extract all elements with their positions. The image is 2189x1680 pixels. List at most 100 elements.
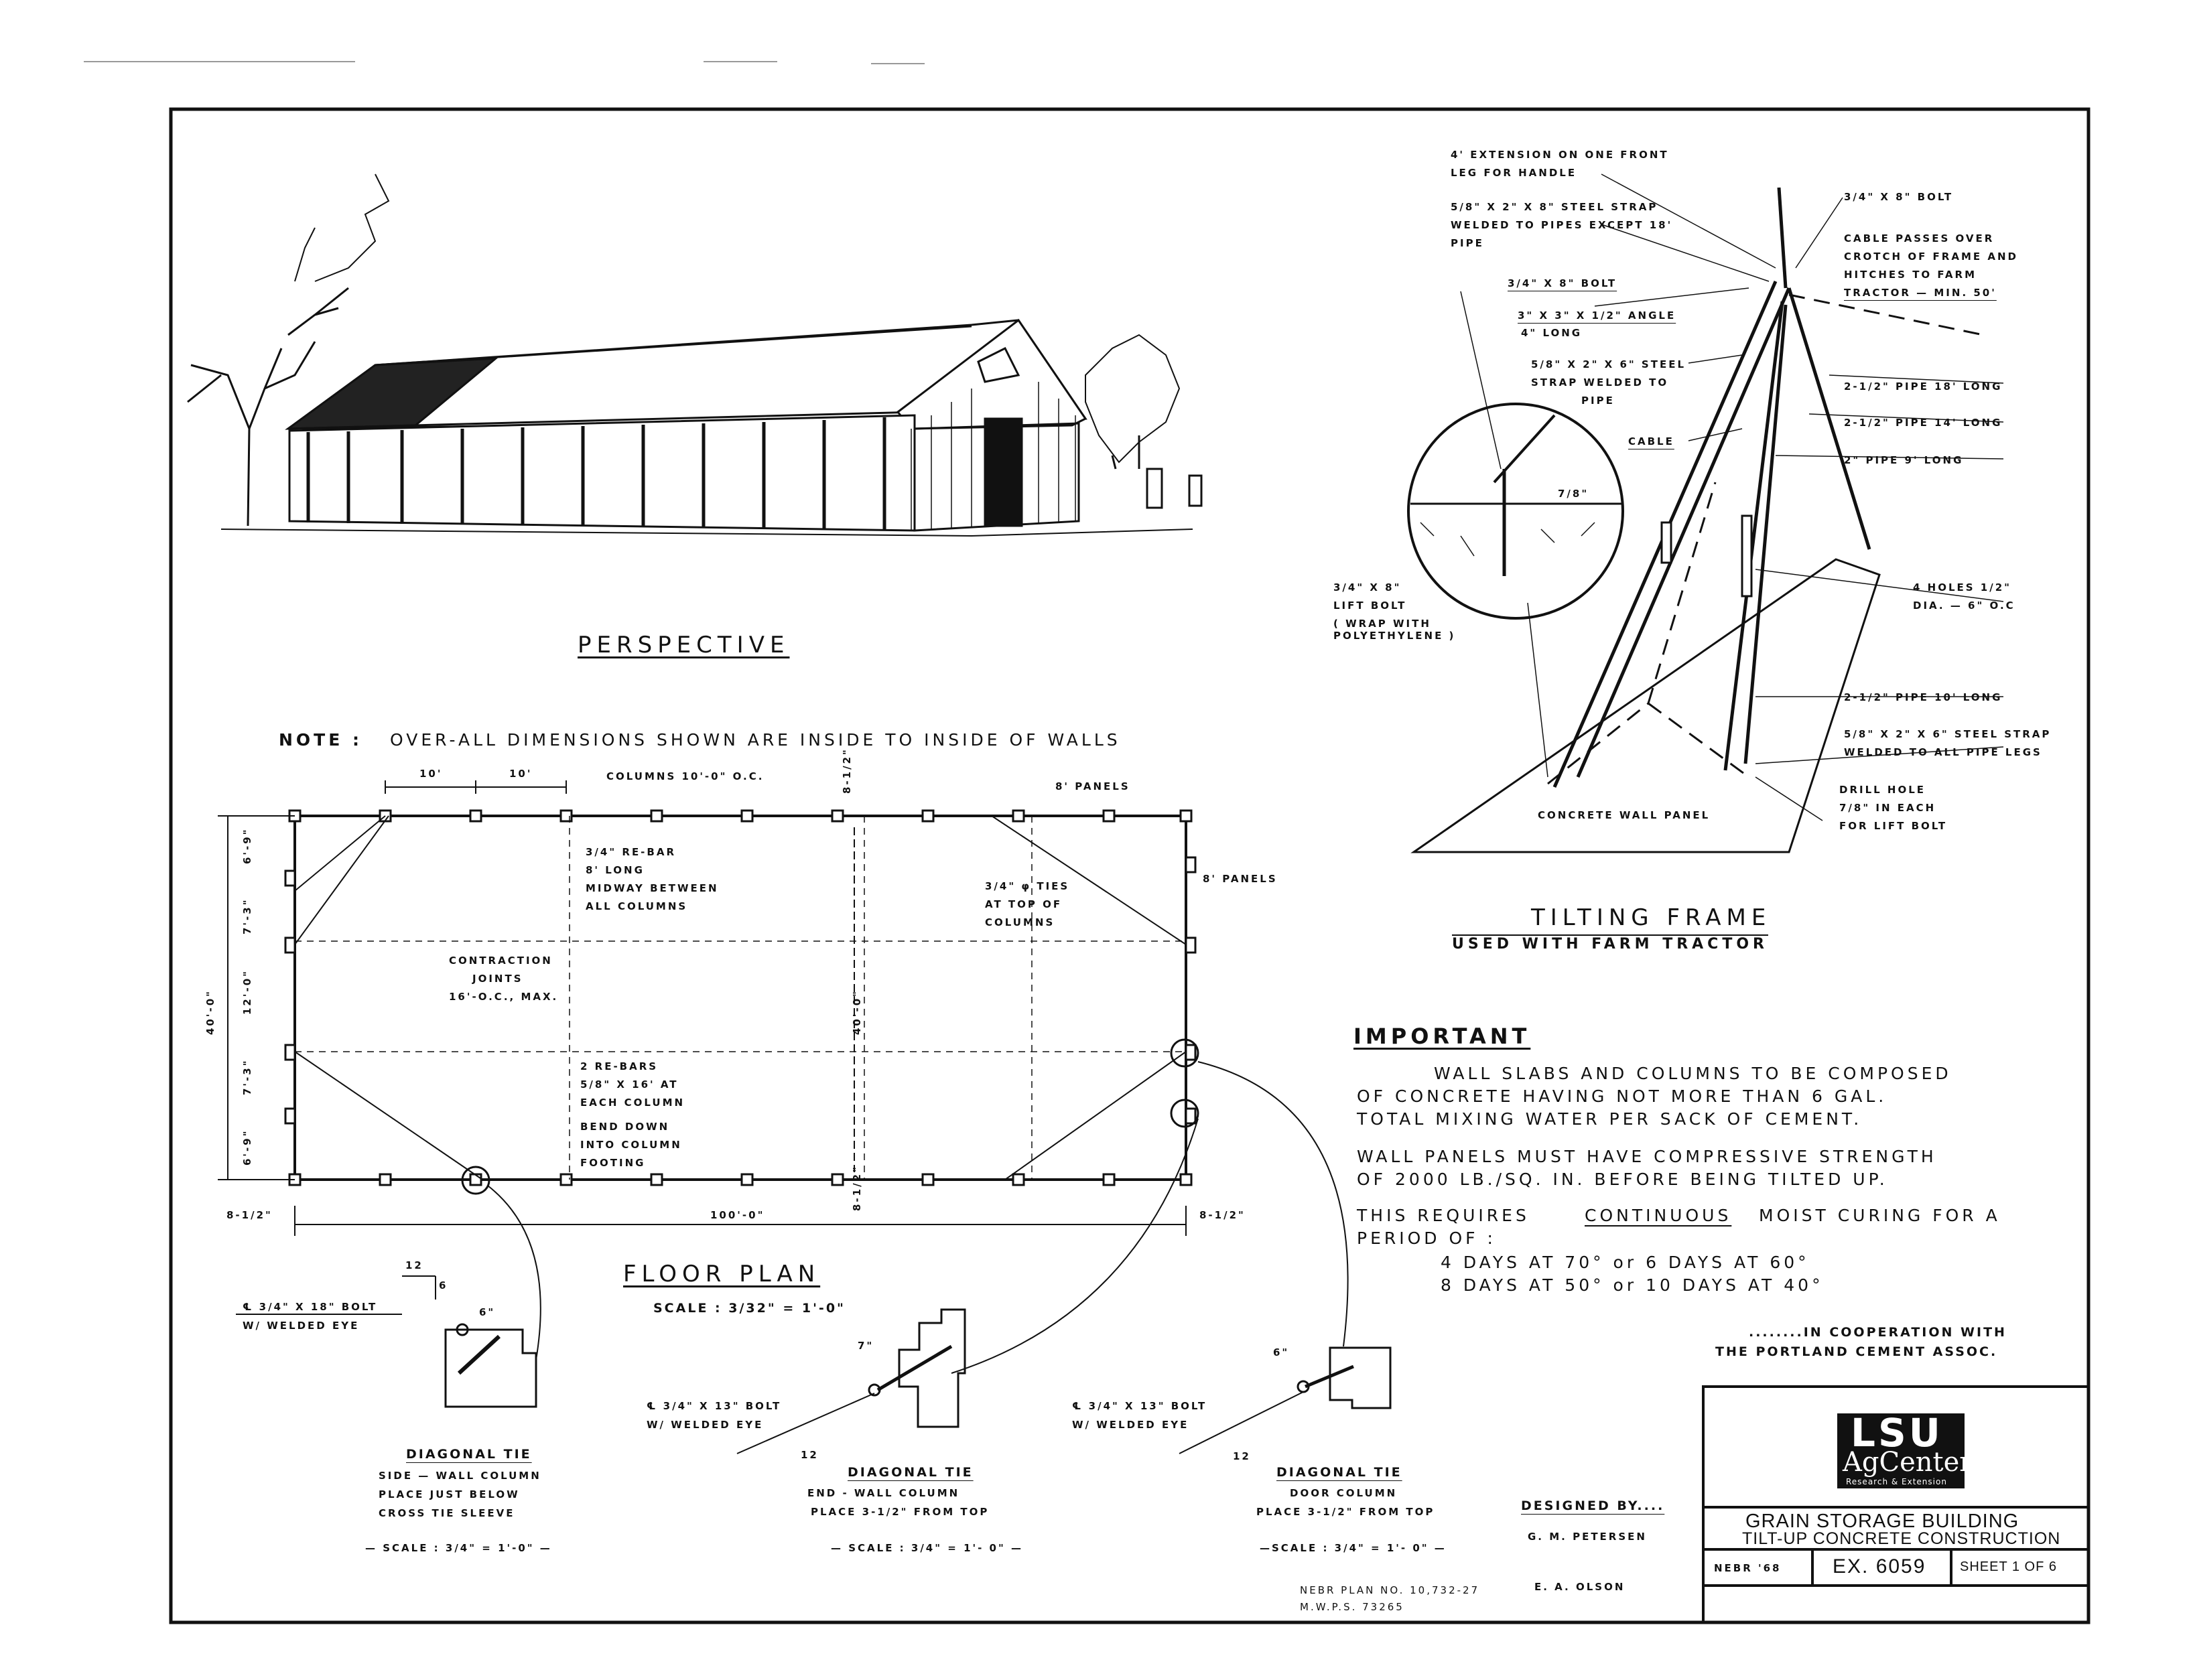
rebars2-note-3: EACH COLUMN <box>580 1097 685 1109</box>
title-main: GRAIN STORAGE BUILDING <box>1745 1511 2019 1532</box>
tf-strap1-1: 5/8" X 2" X 8" STEEL STRAP <box>1451 201 1658 213</box>
tf-cable-note-4: TRACTOR — MIN. 50' <box>1844 287 1997 299</box>
tf-bolt1: 3/4" X 8" BOLT <box>1508 277 1617 289</box>
side-dim-1: 6'-9" <box>241 827 253 864</box>
tf-strap2-2: STRAP WELDED TO <box>1531 376 1669 389</box>
important-line-3: TOTAL MIXING WATER PER SACK OF CEMENT. <box>1357 1109 1863 1129</box>
side-tie-dim-2: 6 <box>439 1279 448 1291</box>
door-tie-dim-2: 12 <box>1233 1450 1251 1462</box>
note-label: NOTE : <box>279 730 363 750</box>
tf-pipe9: 2" PIPE 9' LONG <box>1844 454 1964 466</box>
tilting-frame-subtitle: USED WITH FARM TRACTOR <box>1452 936 1768 953</box>
rebars2-note-4: BEND DOWN <box>580 1121 670 1133</box>
title-nebr: NEBR '68 <box>1714 1562 1782 1574</box>
end-tie-bolt-2: W/ WELDED EYE <box>647 1419 764 1431</box>
dim-10-b: 10' <box>509 768 533 780</box>
important-line-7: MOIST CURING FOR A <box>1759 1206 2001 1225</box>
rebars2-note-6: FOOTING <box>580 1157 646 1169</box>
tf-cable-note-1: CABLE PASSES OVER <box>1844 232 1995 244</box>
end-tie-sub-2: PLACE 3-1/2" FROM TOP <box>811 1506 990 1518</box>
tf-cable: CABLE <box>1628 435 1674 447</box>
dim-width-center: 40'-0" <box>851 989 863 1035</box>
tf-drill-1: DRILL HOLE <box>1839 784 1926 796</box>
tf-gap: 7/8" <box>1558 488 1589 500</box>
coop-line-2: THE PORTLAND CEMENT ASSOC. <box>1715 1344 1998 1359</box>
tf-cable-note-3: HITCHES TO FARM <box>1844 269 1977 281</box>
ties-note-2: AT TOP OF <box>985 898 1063 910</box>
important-line-1: WALL SLABS AND COLUMNS TO BE COMPOSED <box>1434 1064 1952 1083</box>
lsu-logo-block <box>1837 1413 1965 1488</box>
side-dim-4: 7'-3" <box>241 1058 253 1095</box>
contraction-note-2: JOINTS <box>472 973 523 985</box>
rebar-note-2: 8' LONG <box>586 864 645 876</box>
title-block-lines <box>1702 1385 2090 1624</box>
end-tie-bolt-1: ℄ 3/4" X 13" BOLT <box>647 1400 782 1412</box>
tf-strap3-1: 5/8" X 2" X 6" STEEL STRAP <box>1844 728 2052 740</box>
logo-research: Research & Extension <box>1846 1477 1947 1486</box>
dim-panels-right: 8' PANELS <box>1203 873 1278 885</box>
dim-length: 100'-0" <box>710 1209 765 1221</box>
tf-panel: CONCRETE WALL PANEL <box>1538 809 1711 821</box>
end-tie-scale: — SCALE : 3/4" = 1'- 0" — <box>831 1542 1024 1554</box>
logo-lsu: LSU <box>1851 1410 1943 1456</box>
end-tie-title: DIAGONAL TIE <box>848 1465 974 1480</box>
perspective-sketch <box>187 173 1203 537</box>
tf-strap1-2: WELDED TO PIPES EXCEPT 18' <box>1451 219 1673 231</box>
side-dim-3: 12'-0" <box>241 969 253 1015</box>
tie-details-linework <box>236 1275 1392 1454</box>
rebars2-note-2: 5/8" X 16' AT <box>580 1078 679 1091</box>
tf-strap2-1: 5/8" X 2" X 6" STEEL <box>1531 358 1686 370</box>
dim-columns: COLUMNS 10'-0" O.C. <box>606 770 765 782</box>
dim-bottom-offset: 8-1/2" <box>851 1165 863 1211</box>
important-line-2: OF CONCRETE HAVING NOT MORE THAN 6 GAL. <box>1357 1087 1887 1106</box>
rebar-note-1: 3/4" RE-BAR <box>586 846 677 858</box>
title-sheet: SHEET 1 OF 6 <box>1960 1559 2058 1574</box>
tf-pipe18: 2-1/2" PIPE 18' LONG <box>1844 380 2003 393</box>
tf-cable-note-2: CROTCH OF FRAME AND <box>1844 251 2018 263</box>
dim-left-offset: 8-1/2" <box>226 1209 273 1221</box>
designer-1: G. M. PETERSEN <box>1528 1531 1647 1543</box>
dim-width-left: 40'-0" <box>204 989 216 1035</box>
tf-ext-2: LEG FOR HANDLE <box>1451 167 1577 179</box>
designed-label: DESIGNED BY.... <box>1521 1498 1665 1513</box>
tf-holes-1: 4 HOLES 1/2" <box>1913 581 2011 593</box>
side-tie-title: DIAGONAL TIE <box>406 1447 532 1462</box>
logo-agcenter: AgCenter <box>1843 1447 1973 1478</box>
tf-lift-1: 3/4" X 8" <box>1333 581 1402 593</box>
tilting-frame-title: TILTING FRAME <box>1531 904 1772 931</box>
door-tie-sub-2: PLACE 3-1/2" FROM TOP <box>1256 1506 1435 1518</box>
dim-panels-top: 8' PANELS <box>1055 780 1130 792</box>
dim-right-offset: 8-1/2" <box>1199 1209 1246 1221</box>
title-ex: EX. 6059 <box>1833 1555 1926 1578</box>
tf-bolt-top: 3/4" X 8" BOLT <box>1844 191 1954 203</box>
side-tie-sub-1: SIDE — WALL COLUMN <box>379 1470 541 1482</box>
sheet-border <box>169 107 2091 1624</box>
note-text: OVER-ALL DIMENSIONS SHOWN ARE INSIDE TO … <box>390 730 1121 750</box>
dim-top-offset: 8-1/2" <box>841 748 853 794</box>
side-tie-dim-1: 12 <box>405 1259 423 1271</box>
tf-pipe14: 2-1/2" PIPE 14' LONG <box>1844 417 2003 429</box>
tf-holes-2: DIA. — 6" O.C <box>1913 600 2015 612</box>
tf-strap1-3: PIPE <box>1451 237 1484 249</box>
tf-strap3-2: WELDED TO ALL PIPE LEGS <box>1844 746 2042 758</box>
door-tie-bolt-2: W/ WELDED EYE <box>1072 1419 1189 1431</box>
important-line-8: PERIOD OF : <box>1357 1229 1496 1248</box>
end-tie-sub-1: END - WALL COLUMN <box>807 1487 960 1499</box>
plan-no-2: M.W.P.S. 73265 <box>1300 1601 1404 1613</box>
designer-2: E. A. OLSON <box>1534 1581 1626 1593</box>
tf-lift-3: ( WRAP WITH <box>1333 618 1431 630</box>
important-line-4: WALL PANELS MUST HAVE COMPRESSIVE STRENG… <box>1357 1147 1937 1166</box>
plan-no-1: NEBR PLAN NO. 10,732-27 <box>1300 1584 1480 1596</box>
scan-marks <box>84 61 925 64</box>
side-tie-sub-2: PLACE JUST BELOW <box>379 1488 520 1500</box>
contraction-note-3: 16'-O.C., MAX. <box>449 991 559 1003</box>
important-line-9: 4 DAYS AT 70° or 6 DAYS AT 60° <box>1441 1253 1810 1272</box>
title-sub: TILT-UP CONCRETE CONSTRUCTION <box>1742 1529 2061 1548</box>
dim-10-a: 10' <box>419 768 443 780</box>
side-tie-bolt-1: ℄ 3/4" X 18" BOLT <box>243 1301 378 1313</box>
important-line-10: 8 DAYS AT 50° or 10 DAYS AT 40° <box>1441 1275 1824 1295</box>
side-tie-sub-3: CROSS TIE SLEEVE <box>379 1507 515 1519</box>
rebars2-note-1: 2 RE-BARS <box>580 1060 659 1072</box>
